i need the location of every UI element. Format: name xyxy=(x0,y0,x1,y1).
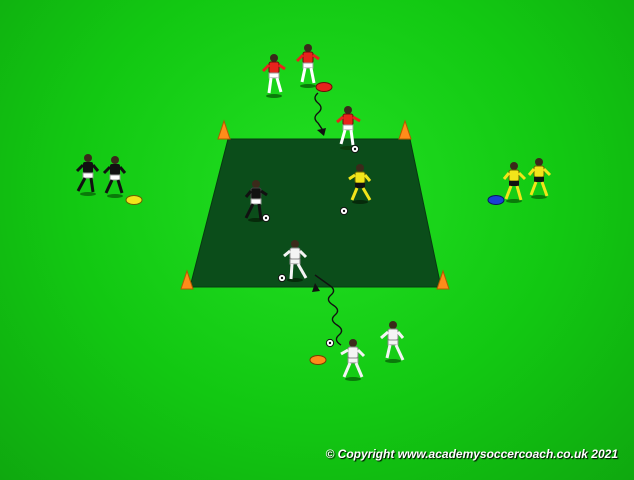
disc-icon xyxy=(309,355,327,365)
dribble-arrow-icon xyxy=(314,92,326,136)
player-icon xyxy=(295,44,320,88)
player-icon xyxy=(340,339,366,381)
copyright-notice: © Copyright www.academysoccercoach.co.uk… xyxy=(325,447,618,461)
dribble-arrow-icon xyxy=(312,274,343,346)
ball-icon xyxy=(277,273,287,283)
cone-icon xyxy=(436,269,450,290)
ball-icon xyxy=(261,213,271,223)
ball-icon xyxy=(339,206,349,216)
player-icon xyxy=(380,321,405,363)
player-icon xyxy=(75,154,100,196)
disc-icon xyxy=(125,195,143,205)
disc-icon xyxy=(315,82,333,92)
player-icon xyxy=(102,156,127,198)
cone-icon xyxy=(217,119,231,140)
player-icon xyxy=(527,158,552,199)
ball-icon xyxy=(325,338,335,348)
player-icon xyxy=(244,180,268,222)
player-icon xyxy=(502,162,527,203)
player-icon xyxy=(348,164,372,204)
ball-icon xyxy=(350,144,360,154)
player-icon xyxy=(261,54,286,98)
disc-icon xyxy=(487,195,505,205)
player-icon xyxy=(283,240,308,282)
cone-icon xyxy=(180,269,194,290)
cone-icon xyxy=(398,119,412,140)
playing-area xyxy=(189,138,442,288)
